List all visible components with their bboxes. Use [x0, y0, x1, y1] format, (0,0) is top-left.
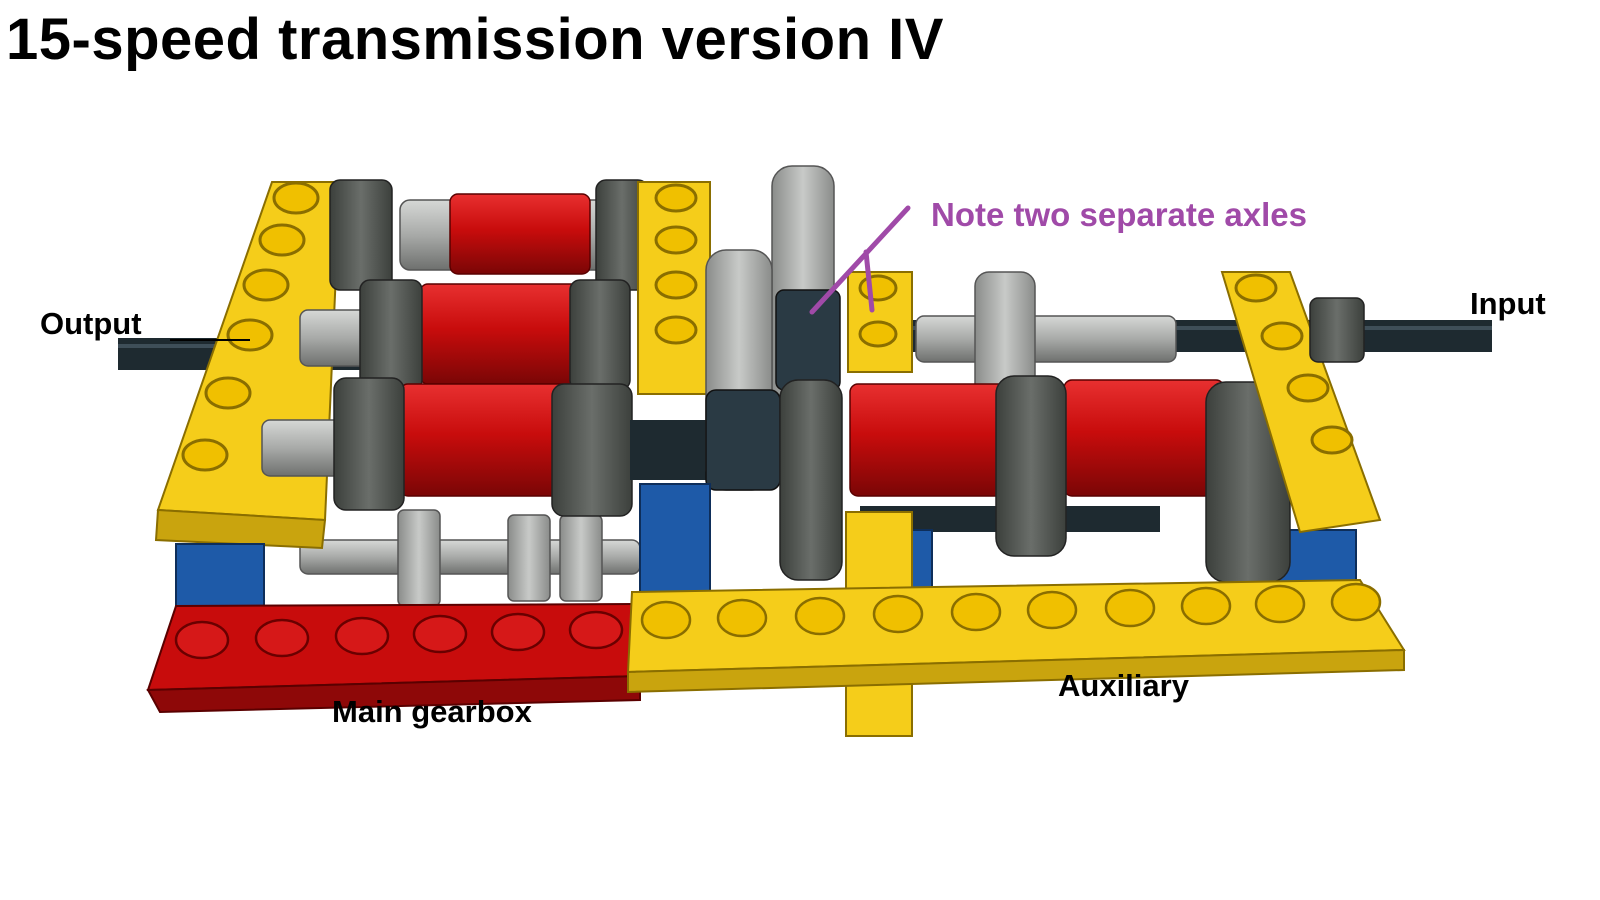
- output-label: Output: [40, 306, 142, 341]
- main-gearbox-label: Main gearbox: [332, 694, 532, 729]
- auxiliary-label: Auxiliary: [1058, 668, 1189, 703]
- right-frame-beam: [1220, 271, 1382, 534]
- auxiliary-shaft: [849, 271, 1291, 583]
- center-frame-beam: [637, 181, 711, 395]
- note-label: Note two separate axles: [931, 196, 1307, 233]
- page-title: 15-speed transmission version IV: [6, 7, 944, 72]
- note-pointer: [809, 205, 911, 315]
- main-lower-shaft: [261, 377, 710, 517]
- center-idler-gears: [705, 165, 843, 581]
- main-middle-shaft: [299, 279, 631, 391]
- lower-countershaft: [299, 509, 641, 607]
- input-label: Input: [1470, 286, 1546, 321]
- main-upper-shaft: [329, 179, 649, 291]
- auxiliary-plate: [626, 578, 1406, 694]
